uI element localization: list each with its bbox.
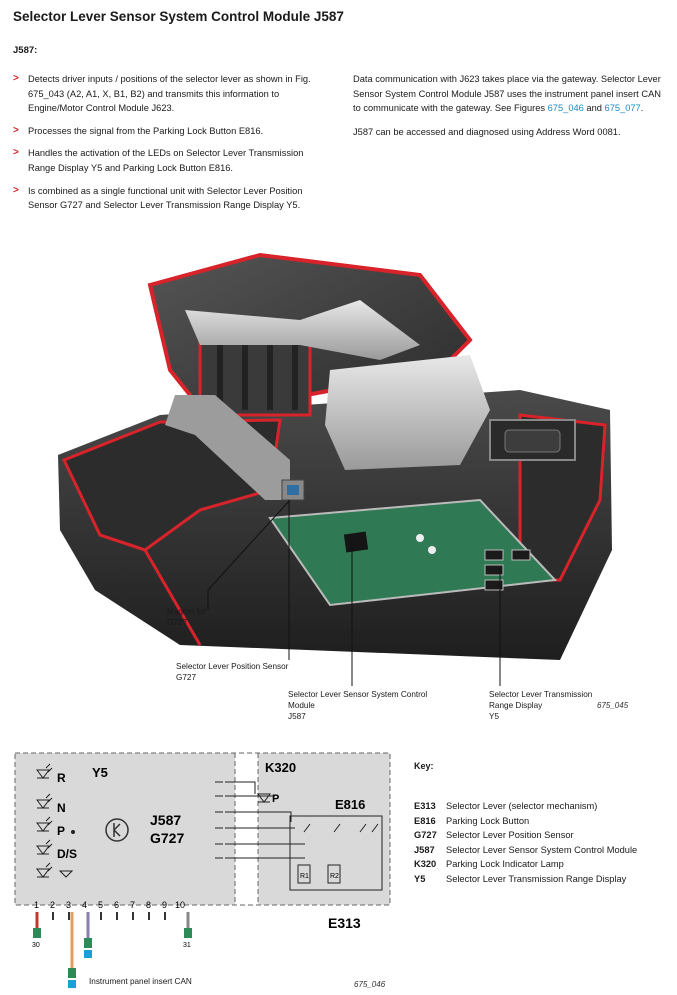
k320-p-label: P xyxy=(272,793,279,805)
bullet-list: >Detects driver inputs / positions of th… xyxy=(13,72,331,221)
selector-module-illustration xyxy=(58,252,612,686)
arrow-icon: > xyxy=(13,184,19,196)
terminal-31: 31 xyxy=(183,942,191,949)
led-label-n: N xyxy=(57,801,66,815)
pin-label: 7 xyxy=(130,900,135,910)
pin-label: 8 xyxy=(146,900,151,910)
list-item: >Is combined as a single functional unit… xyxy=(13,184,303,211)
right-column: Data communication with J623 takes place… xyxy=(353,72,671,148)
figure-link-675-077[interactable]: 675_077 xyxy=(604,103,641,114)
pin-label: 1 xyxy=(34,900,39,910)
key-heading: Key: xyxy=(414,761,434,771)
pin-label: 3 xyxy=(66,900,71,910)
pin-label: 6 xyxy=(114,900,119,910)
page-title: Selector Lever Sensor System Control Mod… xyxy=(13,9,344,24)
r1-resistor xyxy=(297,864,311,884)
led-label-r: R xyxy=(57,771,66,785)
r1-label: R1 xyxy=(300,873,309,880)
r2-resistor xyxy=(327,864,341,884)
e816-label: E816 xyxy=(335,797,365,812)
figure-number: 675_045 xyxy=(597,701,629,710)
paragraph-gateway: Data communication with J623 takes place… xyxy=(353,74,661,114)
figure-link-675-046[interactable]: 675_046 xyxy=(547,103,584,114)
pin-label: 5 xyxy=(98,900,103,910)
pin-label: 4 xyxy=(82,900,87,910)
r2-label: R2 xyxy=(330,873,339,880)
wiring-diagram: Y5 R N P D/S J587 G727 K320 E816 P R1 R2… xyxy=(14,752,391,988)
figure-number: 675_046 xyxy=(354,980,386,989)
terminal-30: 30 xyxy=(32,942,40,949)
pin-label: 10 xyxy=(175,900,185,910)
list-item: >Handles the activation of the LEDs on S… xyxy=(13,147,304,173)
control-unit-icon xyxy=(105,818,129,842)
led-label-p: P xyxy=(57,824,65,838)
arrow-icon: > xyxy=(13,147,19,159)
led-label-ds: D/S xyxy=(57,847,77,861)
section-subtitle: J587: xyxy=(13,45,38,56)
j587-label: J587 xyxy=(150,812,181,828)
k320-label: K320 xyxy=(265,760,296,775)
pin-label: 2 xyxy=(50,900,55,910)
e313-label: E313 xyxy=(328,915,361,931)
led-icon xyxy=(36,763,53,878)
diagram-panel-right xyxy=(258,753,390,905)
list-item: >Processes the signal from the Parking L… xyxy=(13,124,331,139)
arrow-icon: > xyxy=(13,73,19,84)
y5-label: Y5 xyxy=(92,765,108,780)
arrow-icon: > xyxy=(13,124,19,136)
g727-label: G727 xyxy=(150,830,184,846)
paragraph-diagnosis: J587 can be accessed and diagnosed using… xyxy=(353,126,621,137)
list-item: >Detects driver inputs / positions of th… xyxy=(13,73,311,114)
can-label: Instrument panel insert CAN xyxy=(89,977,192,986)
diagram-panel-left xyxy=(15,753,235,905)
pin-label: 9 xyxy=(162,900,167,910)
